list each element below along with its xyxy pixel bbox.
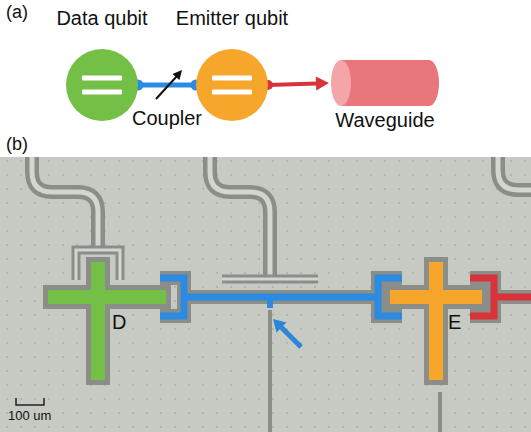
readout-claw-trace [76, 250, 318, 280]
readout-claw [76, 250, 318, 280]
level-bar [82, 76, 122, 81]
shape-outline [196, 49, 268, 121]
connector-label: Coupler [132, 106, 202, 130]
level-bar [82, 90, 122, 95]
waveguide-cylinder [329, 58, 441, 108]
shape-outline [66, 49, 138, 121]
connector [132, 80, 201, 91]
level-bar [212, 76, 252, 81]
qubit-circle [66, 49, 138, 121]
emitter-qubit-cross [390, 262, 482, 380]
shape-outline [329, 58, 441, 108]
level-bar [212, 90, 252, 95]
coupler-gap [160, 278, 531, 316]
scale-label: 100 um [8, 408, 51, 424]
qubit-body [196, 49, 268, 121]
substrate [0, 157, 531, 432]
coupler-bus [160, 278, 402, 316]
qubit-node: Emitter qubit [176, 6, 288, 121]
connector-line [268, 83, 317, 85]
cylinder-body [341, 60, 429, 106]
waveguide-claw [470, 278, 531, 316]
node-label: Data qubit [56, 6, 147, 30]
node-label: Waveguide [335, 108, 434, 132]
arrowhead [316, 76, 329, 90]
data-qubit-cross [48, 262, 166, 380]
cylinder-cap [331, 60, 351, 106]
waveguide-node: Waveguide [329, 58, 441, 132]
part-label: D [112, 310, 126, 334]
panel-label: (a) [6, 2, 28, 24]
qubit-circle [196, 49, 268, 121]
scale-bar [16, 398, 44, 405]
part-label: E [448, 310, 461, 334]
qubit-body [66, 49, 138, 121]
node-label: Emitter qubit [176, 6, 288, 30]
pointer-arrow [273, 319, 301, 347]
qubit-node: Data qubit [56, 6, 147, 121]
panel-label: (b) [6, 134, 28, 156]
connector [263, 76, 329, 90]
flux-line [270, 310, 440, 432]
